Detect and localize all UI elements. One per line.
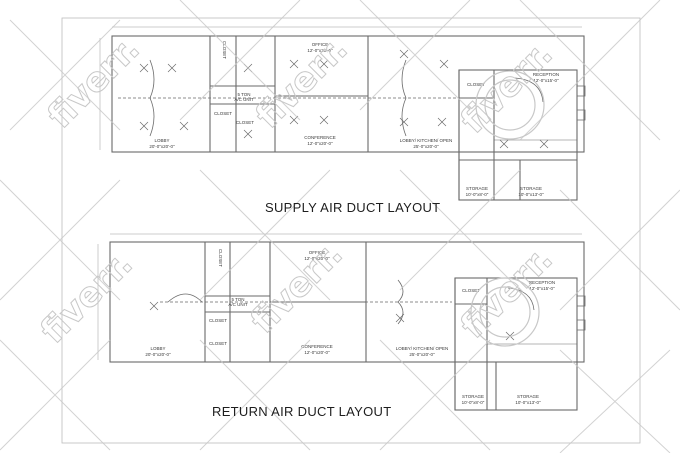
supply-kitchen-size: 25'-0"x20'-0" <box>413 144 439 149</box>
return-lobby-label: LOBBY <box>150 346 165 351</box>
supply-closet-c: CLOSET <box>236 120 254 125</box>
supply-conference-size: 12'-0"x20'-0" <box>307 141 333 146</box>
return-storage-b-size: 10'-0"x13'-0" <box>515 400 541 405</box>
return-office-size: 12'-0"x20'-0" <box>304 256 330 261</box>
return-conference-size: 12'-0"x20'-0" <box>304 350 330 355</box>
return-kitchen-label: LOBBY/ KITCHEN/ OPEN <box>396 346 449 351</box>
return-reception-size: 12'-0"x15'-0" <box>529 286 555 291</box>
supply-storage-a-size: 10'-0"x8'-0" <box>466 192 489 197</box>
return-office-label: OFFICE <box>309 250 326 255</box>
supply-ac-unit: 5 TON <box>237 92 250 97</box>
supply-kitchen-label: LOBBY/ KITCHEN/ OPEN <box>400 138 453 143</box>
watermark-logo-2: fiverr. <box>248 29 356 137</box>
return-ac-unit: 5 TON <box>231 297 244 302</box>
supply-lobby-label: LOBBY <box>154 138 169 143</box>
return-kitchen-size: 25'-0"x20'-0" <box>409 352 435 357</box>
return-storage-a-size: 10'-0"x8'-0" <box>462 400 485 405</box>
watermark-logo-3: fiverr. <box>453 34 561 142</box>
return-conference-label: CONFERENCE <box>301 344 333 349</box>
supply-office-label: OFFICE <box>312 42 329 47</box>
supply-closet-b: CLOSET <box>214 111 232 116</box>
supply-conference-label: CONFERENCE <box>304 135 336 140</box>
supply-building-outline <box>111 35 585 153</box>
return-closet-d: CLOSET <box>462 288 480 293</box>
return-room-labels: LOBBY 20'-0"x20'-0" CLOSET CLOSET CLOSET… <box>145 249 555 405</box>
supply-storage-b-size: 10'-0"x13'-0" <box>518 192 544 197</box>
supply-reception-size: 12'-0"x15'-0" <box>533 78 559 83</box>
return-storage-b: STORAGE <box>517 394 539 399</box>
return-storage-a: STORAGE <box>462 394 484 399</box>
return-closet-b: CLOSET <box>209 318 227 323</box>
return-lobby-size: 20'-0"x20'-0" <box>145 352 171 357</box>
supply-reception-label: RECEPTION <box>533 72 559 77</box>
return-building-outline <box>109 241 585 363</box>
return-plan <box>97 233 586 411</box>
watermark-logo-4: fiverr. <box>33 244 141 352</box>
supply-storage-a: STORAGE <box>466 186 488 191</box>
return-closet-c: CLOSET <box>209 341 227 346</box>
watermark-logo-5: fiverr. <box>243 234 351 342</box>
supply-closet-a: CLOSET <box>222 41 227 59</box>
supply-room-labels: LOBBY 20'-0"x20'-0" CLOSET CLOSET CLOSET… <box>149 41 559 197</box>
return-reception-label: RECEPTION <box>529 280 555 285</box>
supply-storage-b: STORAGE <box>520 186 542 191</box>
return-closet-a: CLOSET <box>218 249 223 267</box>
watermark-seals <box>470 70 545 347</box>
supply-closet-d: CLOSET <box>467 82 485 87</box>
supply-ac-unit-2: A/C UNIT <box>234 97 254 102</box>
supply-office-size: 12'-0"x20'-0" <box>307 48 333 53</box>
supply-lobby-size: 20'-0"x20'-0" <box>149 144 175 149</box>
supply-plan <box>99 26 586 201</box>
return-ac-unit-2: A/C UNIT <box>228 302 248 307</box>
return-air-duct-title: RETURN AIR DUCT LAYOUT <box>212 404 392 419</box>
supply-air-duct-title: SUPPLY AIR DUCT LAYOUT <box>265 200 441 215</box>
watermark-logo-1: fiverr. <box>40 29 148 137</box>
